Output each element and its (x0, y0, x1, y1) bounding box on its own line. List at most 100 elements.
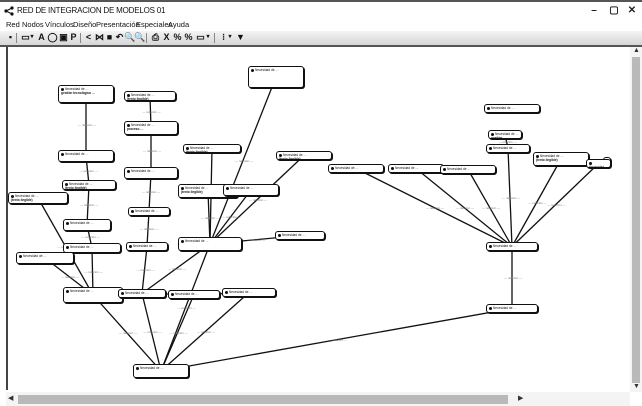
comment-icon[interactable]: P (70, 32, 77, 42)
link-n7-n10[interactable] (146, 211, 150, 247)
network-node[interactable]: Necesidad de …gestión tecnológica … (488, 130, 522, 139)
link-n14-n21[interactable] (207, 190, 211, 245)
network-node[interactable]: Necesidad de …(texto ilegible) (586, 159, 611, 168)
print-icon[interactable]: ⎙ (151, 32, 160, 42)
network-node[interactable]: Necesidad de … (128, 207, 170, 216)
link-n6-n9[interactable] (86, 184, 90, 226)
link-n21-n29[interactable] (160, 243, 211, 372)
horizontal-scrollbar[interactable]: ◀ ▶ (6, 392, 630, 406)
dropdown-icon[interactable]: ▾ (206, 34, 210, 40)
network-node[interactable]: Necesidad de … (486, 144, 530, 153)
circle-icon[interactable]: ◯ (47, 32, 58, 42)
link-n26-n29[interactable] (160, 292, 250, 372)
scroll-left-icon[interactable]: ◀ (8, 395, 14, 402)
filter-icon[interactable]: ▼ (236, 32, 245, 42)
link-n15-n21[interactable] (209, 189, 252, 245)
node-type-icon (181, 186, 184, 190)
menu-red[interactable]: Red (6, 20, 20, 29)
link-n37-n34[interactable] (507, 148, 513, 247)
node-sublabel: (texto ilegible) (11, 198, 33, 202)
network-node[interactable]: Necesidad de … (440, 165, 496, 174)
close-button[interactable]: ✕ (627, 5, 637, 16)
network-node[interactable]: Necesidad de … (248, 66, 304, 88)
link-label: — relación — (504, 275, 523, 280)
menu-presentacion[interactable]: Presentación (96, 20, 140, 29)
save-icon[interactable]: ▪ (8, 32, 13, 42)
network-node[interactable]: Necesidad de … (222, 288, 276, 297)
scroll-up-icon[interactable]: ▲ (633, 47, 640, 54)
network-node[interactable]: Necesidad de … (486, 304, 538, 313)
network-canvas[interactable]: — relación —— relación —— relación —— re… (6, 47, 611, 390)
link-n30-n34[interactable] (415, 167, 513, 248)
network-node[interactable]: Necesidad de … (58, 150, 114, 162)
network-node[interactable]: Necesidad de …(texto ilegible) (8, 192, 68, 204)
dropdown-icon[interactable]: ▾ (228, 34, 232, 40)
folder-icon[interactable]: ▭ (21, 32, 30, 42)
menu-ayuda[interactable]: Ayuda (168, 20, 190, 29)
link-n33-n34[interactable] (511, 158, 562, 247)
link-icon[interactable]: % (173, 32, 182, 42)
network-node[interactable]: Necesidad de … (118, 289, 166, 298)
image-icon[interactable]: ▣ (59, 32, 68, 42)
grid-icon[interactable]: ■ (106, 32, 113, 42)
minimize-button[interactable]: – (591, 5, 597, 16)
link-n5-n7[interactable] (148, 172, 152, 212)
network-node[interactable]: Necesidad de … (486, 242, 538, 251)
text-icon[interactable]: A (38, 32, 45, 42)
vertical-scroll-thumb[interactable] (632, 57, 640, 383)
network-node[interactable]: Necesidad de … (63, 287, 123, 303)
unlink-icon[interactable]: % (184, 32, 193, 42)
network-node[interactable]: Necesidad de …(texto ilegible) (62, 180, 116, 190)
maximize-button[interactable]: ▢ (609, 5, 619, 16)
network-node[interactable]: Necesidad de …gestión tecnológica … (58, 85, 114, 103)
network-icon[interactable]: < (85, 32, 92, 42)
scroll-right-icon[interactable]: ▶ (518, 395, 524, 402)
menu-nodos[interactable]: Nodos (22, 20, 44, 29)
network-node[interactable]: Necesidad de … (388, 164, 444, 173)
network-node[interactable]: Necesidad de … (328, 164, 384, 173)
vertical-scrollbar[interactable]: ▲ ▼ (630, 47, 642, 392)
link-n21-n24[interactable] (141, 243, 211, 295)
link-n22-n29[interactable] (92, 294, 162, 372)
link-n31-n34[interactable] (467, 169, 513, 247)
link-n38-n34[interactable] (511, 163, 599, 247)
node-type-icon (491, 132, 494, 136)
link-n24-n29[interactable] (141, 293, 162, 372)
align-icon[interactable]: ⋈ (95, 32, 104, 42)
network-node[interactable]: Necesidad de … (63, 243, 121, 253)
menu-vinculos[interactable]: Vínculos (45, 20, 74, 29)
network-node[interactable]: Necesidad de … (126, 242, 168, 251)
link-label: — relación — (328, 337, 347, 342)
network-node[interactable]: Necesidad de …(texto ilegible) (183, 144, 241, 153)
network-node[interactable]: Necesidad de …(texto ilegible) (533, 152, 589, 166)
link-n29-n35[interactable] (160, 307, 513, 372)
network-node[interactable]: Necesidad de … (63, 219, 111, 231)
link-n19-n34[interactable] (355, 167, 513, 248)
list-icon[interactable]: ⁝ (222, 32, 225, 42)
network-node[interactable]: Necesidad de … (168, 290, 220, 299)
link-n13-n21[interactable] (209, 76, 277, 245)
network-node[interactable]: Necesidad de … (133, 364, 189, 378)
network-node[interactable]: Necesidad de … (124, 167, 178, 179)
link-n10-n24[interactable] (141, 246, 148, 294)
network-node[interactable]: Necesidad de … (178, 237, 242, 251)
link-n16-n21[interactable] (209, 155, 305, 245)
network-node[interactable]: Necesidad de … (223, 184, 279, 196)
menu-diseno[interactable]: Diseño (73, 20, 97, 29)
display-icon[interactable]: ▭ (196, 32, 205, 42)
network-node[interactable]: Necesidad de … (484, 104, 540, 113)
dropdown-icon[interactable]: ▾ (30, 34, 34, 40)
zoom-in-icon[interactable]: 🔍 (124, 32, 136, 42)
network-node[interactable]: Necesidad de …proceso … (124, 121, 178, 135)
undo-icon[interactable]: ↶ (115, 32, 124, 42)
zoom-out-icon[interactable]: 🔍 (134, 32, 146, 42)
network-node[interactable]: Necesidad de …(texto ilegible) (124, 91, 176, 101)
toolbar-separator (16, 33, 17, 43)
network-node[interactable]: Necesidad de … (16, 252, 74, 264)
menu-especiales[interactable]: Especiales (136, 20, 173, 29)
network-node[interactable]: Necesidad de …(texto ilegible) (276, 151, 332, 160)
delete-icon[interactable]: X (163, 32, 170, 42)
network-node[interactable]: Necesidad de … (275, 231, 325, 240)
scroll-down-icon[interactable]: ▼ (633, 383, 640, 390)
horizontal-scroll-thumb[interactable] (18, 395, 508, 404)
